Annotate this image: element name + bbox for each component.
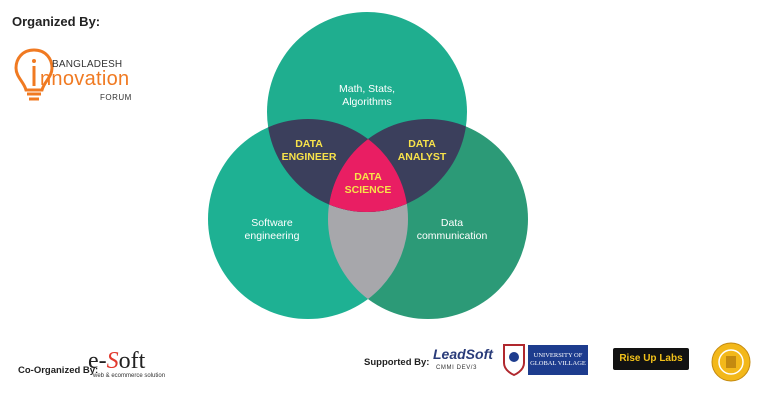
ugv-line2: GLOBAL VILLAGE xyxy=(530,360,586,367)
supported-by-label: Supported By: xyxy=(364,357,430,368)
rise-up-labs-logo: Rise Up Labs xyxy=(613,348,689,370)
label-software-engineering: Software engineering xyxy=(244,217,300,242)
leadsoft-subtitle: CMMI DEV/3 xyxy=(436,365,478,371)
esoft-prefix: e- xyxy=(88,348,107,374)
ugv-logo: UNIVERSITY OF GLOBAL VILLAGE xyxy=(528,345,588,375)
label-data-analyst: DATA ANALYST xyxy=(397,138,447,163)
circular-badge-logo xyxy=(711,342,751,382)
bif-logo-line3: FORUM xyxy=(100,93,132,102)
organized-by-label: Organized By: xyxy=(12,14,101,29)
ugv-crest-icon xyxy=(503,344,525,377)
bif-logo-line2: nnovation xyxy=(40,68,130,90)
overlap-center xyxy=(328,119,408,212)
co-organized-by-label: Co-Organized By: xyxy=(18,365,99,376)
bif-logo xyxy=(14,48,54,101)
ugv-line1: UNIVERSITY OF xyxy=(533,352,583,359)
leadsoft-logo: LeadSoft xyxy=(433,346,493,362)
esoft-suffix: oft xyxy=(118,348,146,374)
label-data-communication: Data communication xyxy=(416,217,488,242)
bif-logo-line1: BANGLADESH xyxy=(52,59,123,70)
label-data-science: DATA SCIENCE xyxy=(344,171,392,196)
esoft-tagline: web & ecommerce solution xyxy=(93,373,166,379)
esoft-logo: e-Soft xyxy=(88,348,145,375)
bulb-icon xyxy=(14,48,54,101)
label-data-engineer: DATA ENGINEER xyxy=(281,138,337,163)
label-math-stats: Math, Stats, Algorithms xyxy=(338,83,396,108)
esoft-s: S xyxy=(106,348,119,374)
